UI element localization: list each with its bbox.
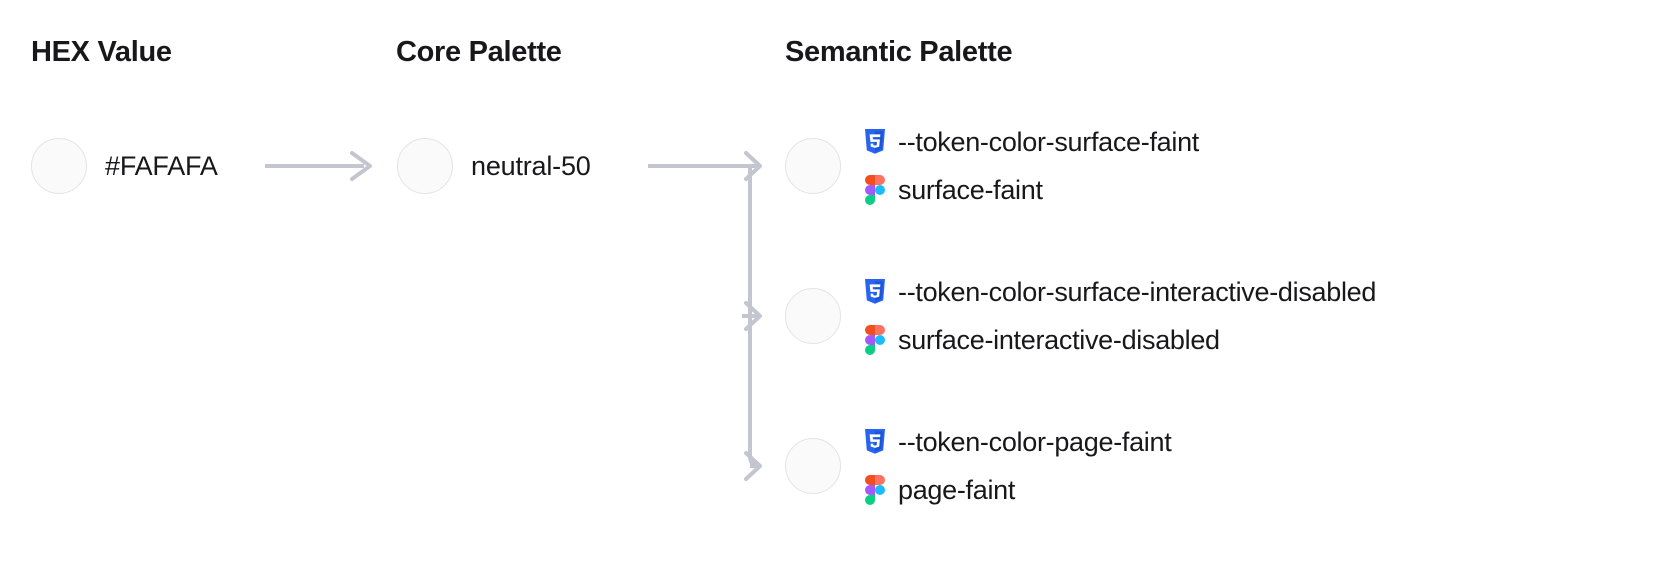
figma-icon [862, 475, 888, 505]
figma-token-name: surface-faint [898, 175, 1043, 205]
css3-icon [862, 277, 888, 307]
color-swatch-semantic-surface-faint [785, 138, 841, 194]
css-token-line: --token-color-surface-faint [862, 125, 1652, 159]
color-swatch-semantic-surface-interactive-disabled [785, 288, 841, 344]
figma-token-line: surface-faint [862, 173, 1652, 207]
figma-token-name: surface-interactive-disabled [898, 325, 1220, 355]
arrow-hex-to-core [265, 151, 372, 181]
css-token-line: --token-color-page-faint [862, 425, 1652, 459]
core-palette-value-label: neutral-50 [471, 151, 591, 181]
color-swatch-semantic-page-faint [785, 438, 841, 494]
arrow-core-to-semantic-branch [648, 151, 762, 481]
semantic-token-row: --token-color-surface-faint surface-fain… [862, 111, 1652, 221]
figma-token-line: surface-interactive-disabled [862, 323, 1652, 357]
figma-icon [862, 175, 888, 205]
css-token-line: --token-color-surface-interactive-disabl… [862, 275, 1652, 309]
css3-icon [862, 127, 888, 157]
figma-token-line: page-faint [862, 473, 1652, 507]
semantic-token-row: --token-color-surface-interactive-disabl… [862, 261, 1652, 371]
css-variable-name: --token-color-surface-interactive-disabl… [898, 277, 1377, 307]
figma-icon [862, 325, 888, 355]
color-swatch-core [397, 138, 453, 194]
column-heading-core-palette: Core Palette [396, 36, 562, 68]
hex-value-label: #FAFAFA [105, 151, 218, 181]
figma-token-name: page-faint [898, 475, 1016, 505]
column-heading-hex-value: HEX Value [31, 36, 172, 68]
css-variable-name: --token-color-surface-faint [898, 127, 1200, 157]
css3-icon [862, 427, 888, 457]
semantic-token-row: --token-color-page-faint page-faint [862, 411, 1652, 521]
column-heading-semantic-palette: Semantic Palette [785, 36, 1013, 68]
css-variable-name: --token-color-page-faint [898, 427, 1172, 457]
color-swatch-hex [31, 138, 87, 194]
